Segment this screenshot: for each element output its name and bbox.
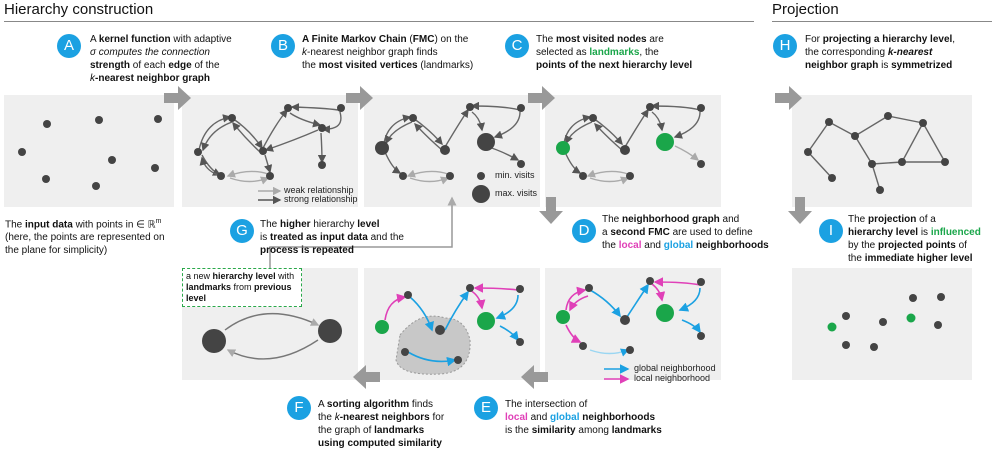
legend-min-label: min. visits (495, 170, 535, 180)
step-e-text: The intersection of local and global nei… (505, 399, 662, 436)
input-data-text: The input data with points in ∈ ℝm (here… (5, 218, 165, 257)
graph-c-nodes (579, 103, 705, 180)
legend-local-label: local neighborhood (634, 373, 711, 383)
graph-b (383, 101, 521, 174)
arrow-input-to-a (164, 86, 191, 110)
graph-c (563, 101, 701, 174)
step-d-text: The neighborhood graph and a second FMC … (602, 214, 769, 251)
projected-points (842, 293, 945, 351)
badge-c: C (505, 34, 529, 58)
projected-landmark (827, 322, 837, 332)
arrow-a-to-b (346, 86, 373, 110)
arrow-e-to-f (353, 365, 380, 389)
step-h-text: For projecting a hierarchy level, the co… (805, 34, 956, 71)
graph-e-global (407, 290, 519, 367)
graph-c-weak (586, 145, 700, 185)
projection-heading: Projection (772, 1, 839, 18)
graph-f (224, 312, 320, 360)
landmark-node (656, 133, 674, 151)
landmark-node-large (202, 329, 226, 353)
hierarchy-heading: Hierarchy construction (4, 1, 154, 18)
landmark-node (656, 304, 674, 322)
step-g-text: The higher hierarchy level is treated as… (260, 219, 404, 256)
arrow-to-h (775, 86, 802, 110)
graph-e-nodes (401, 284, 524, 364)
graph-a-weak (226, 169, 270, 185)
landmark-node (477, 312, 495, 330)
graph-h-nodes (804, 112, 949, 194)
badge-a: A (57, 34, 81, 58)
landmark-node (556, 310, 570, 324)
landmark-node (375, 320, 389, 334)
arrow-b-to-c (528, 86, 555, 110)
legend-weak-label: weak relationship (284, 185, 354, 195)
graph-d-local (565, 277, 701, 343)
panel-b (364, 95, 540, 207)
graph-d-global (589, 283, 701, 334)
arrow-d-to-e (521, 365, 548, 389)
landmark-node-large (318, 319, 342, 343)
hierarchy-rule (4, 21, 754, 22)
similarity-region (395, 315, 471, 375)
badge-d: D (572, 219, 596, 243)
graph-d-nodes (579, 277, 705, 354)
new-level-note: a new hierarchy level with landmarks fro… (182, 268, 302, 307)
legend-global-label: global neighborhood (634, 363, 716, 373)
projection-rule (772, 21, 992, 22)
legend-max-label: max. visits (495, 188, 538, 198)
legend-max-node (472, 185, 490, 203)
badge-h: H (773, 34, 797, 58)
input-points (18, 115, 162, 190)
step-f-text: A sorting algorithm finds the k-nearest … (318, 399, 445, 449)
arrow-h-to-i (788, 197, 812, 224)
badge-f: F (287, 396, 311, 420)
panel-c (545, 95, 721, 207)
badge-g: G (230, 219, 254, 243)
landmark-node (556, 141, 570, 155)
arrow-c-to-d (539, 197, 563, 224)
graph-b-weak (406, 169, 450, 185)
badge-b: B (271, 34, 295, 58)
step-a-text: A kernel function with adaptive σ comput… (90, 34, 232, 84)
graph-a (198, 103, 342, 176)
graph-b-nodes (375, 103, 525, 180)
panel-input (4, 95, 174, 207)
badge-i: I (819, 219, 843, 243)
step-c-text: The most visited nodes are selected as l… (536, 34, 693, 71)
step-b-text: A Finite Markov Chain (FMC) on the k-nea… (302, 34, 474, 71)
badge-e: E (474, 396, 498, 420)
projected-landmark (906, 313, 916, 323)
legend-min-node (477, 172, 485, 180)
graph-a-nodes (194, 104, 345, 180)
flow-arrows (164, 86, 812, 389)
graph-h-edges (807, 115, 946, 191)
graph-d-weak (589, 348, 630, 357)
step-i-text: The projection of a hierarchy level is i… (848, 214, 981, 264)
legend-strong-label: strong relationship (284, 194, 358, 204)
arrow-repeat (269, 196, 457, 268)
